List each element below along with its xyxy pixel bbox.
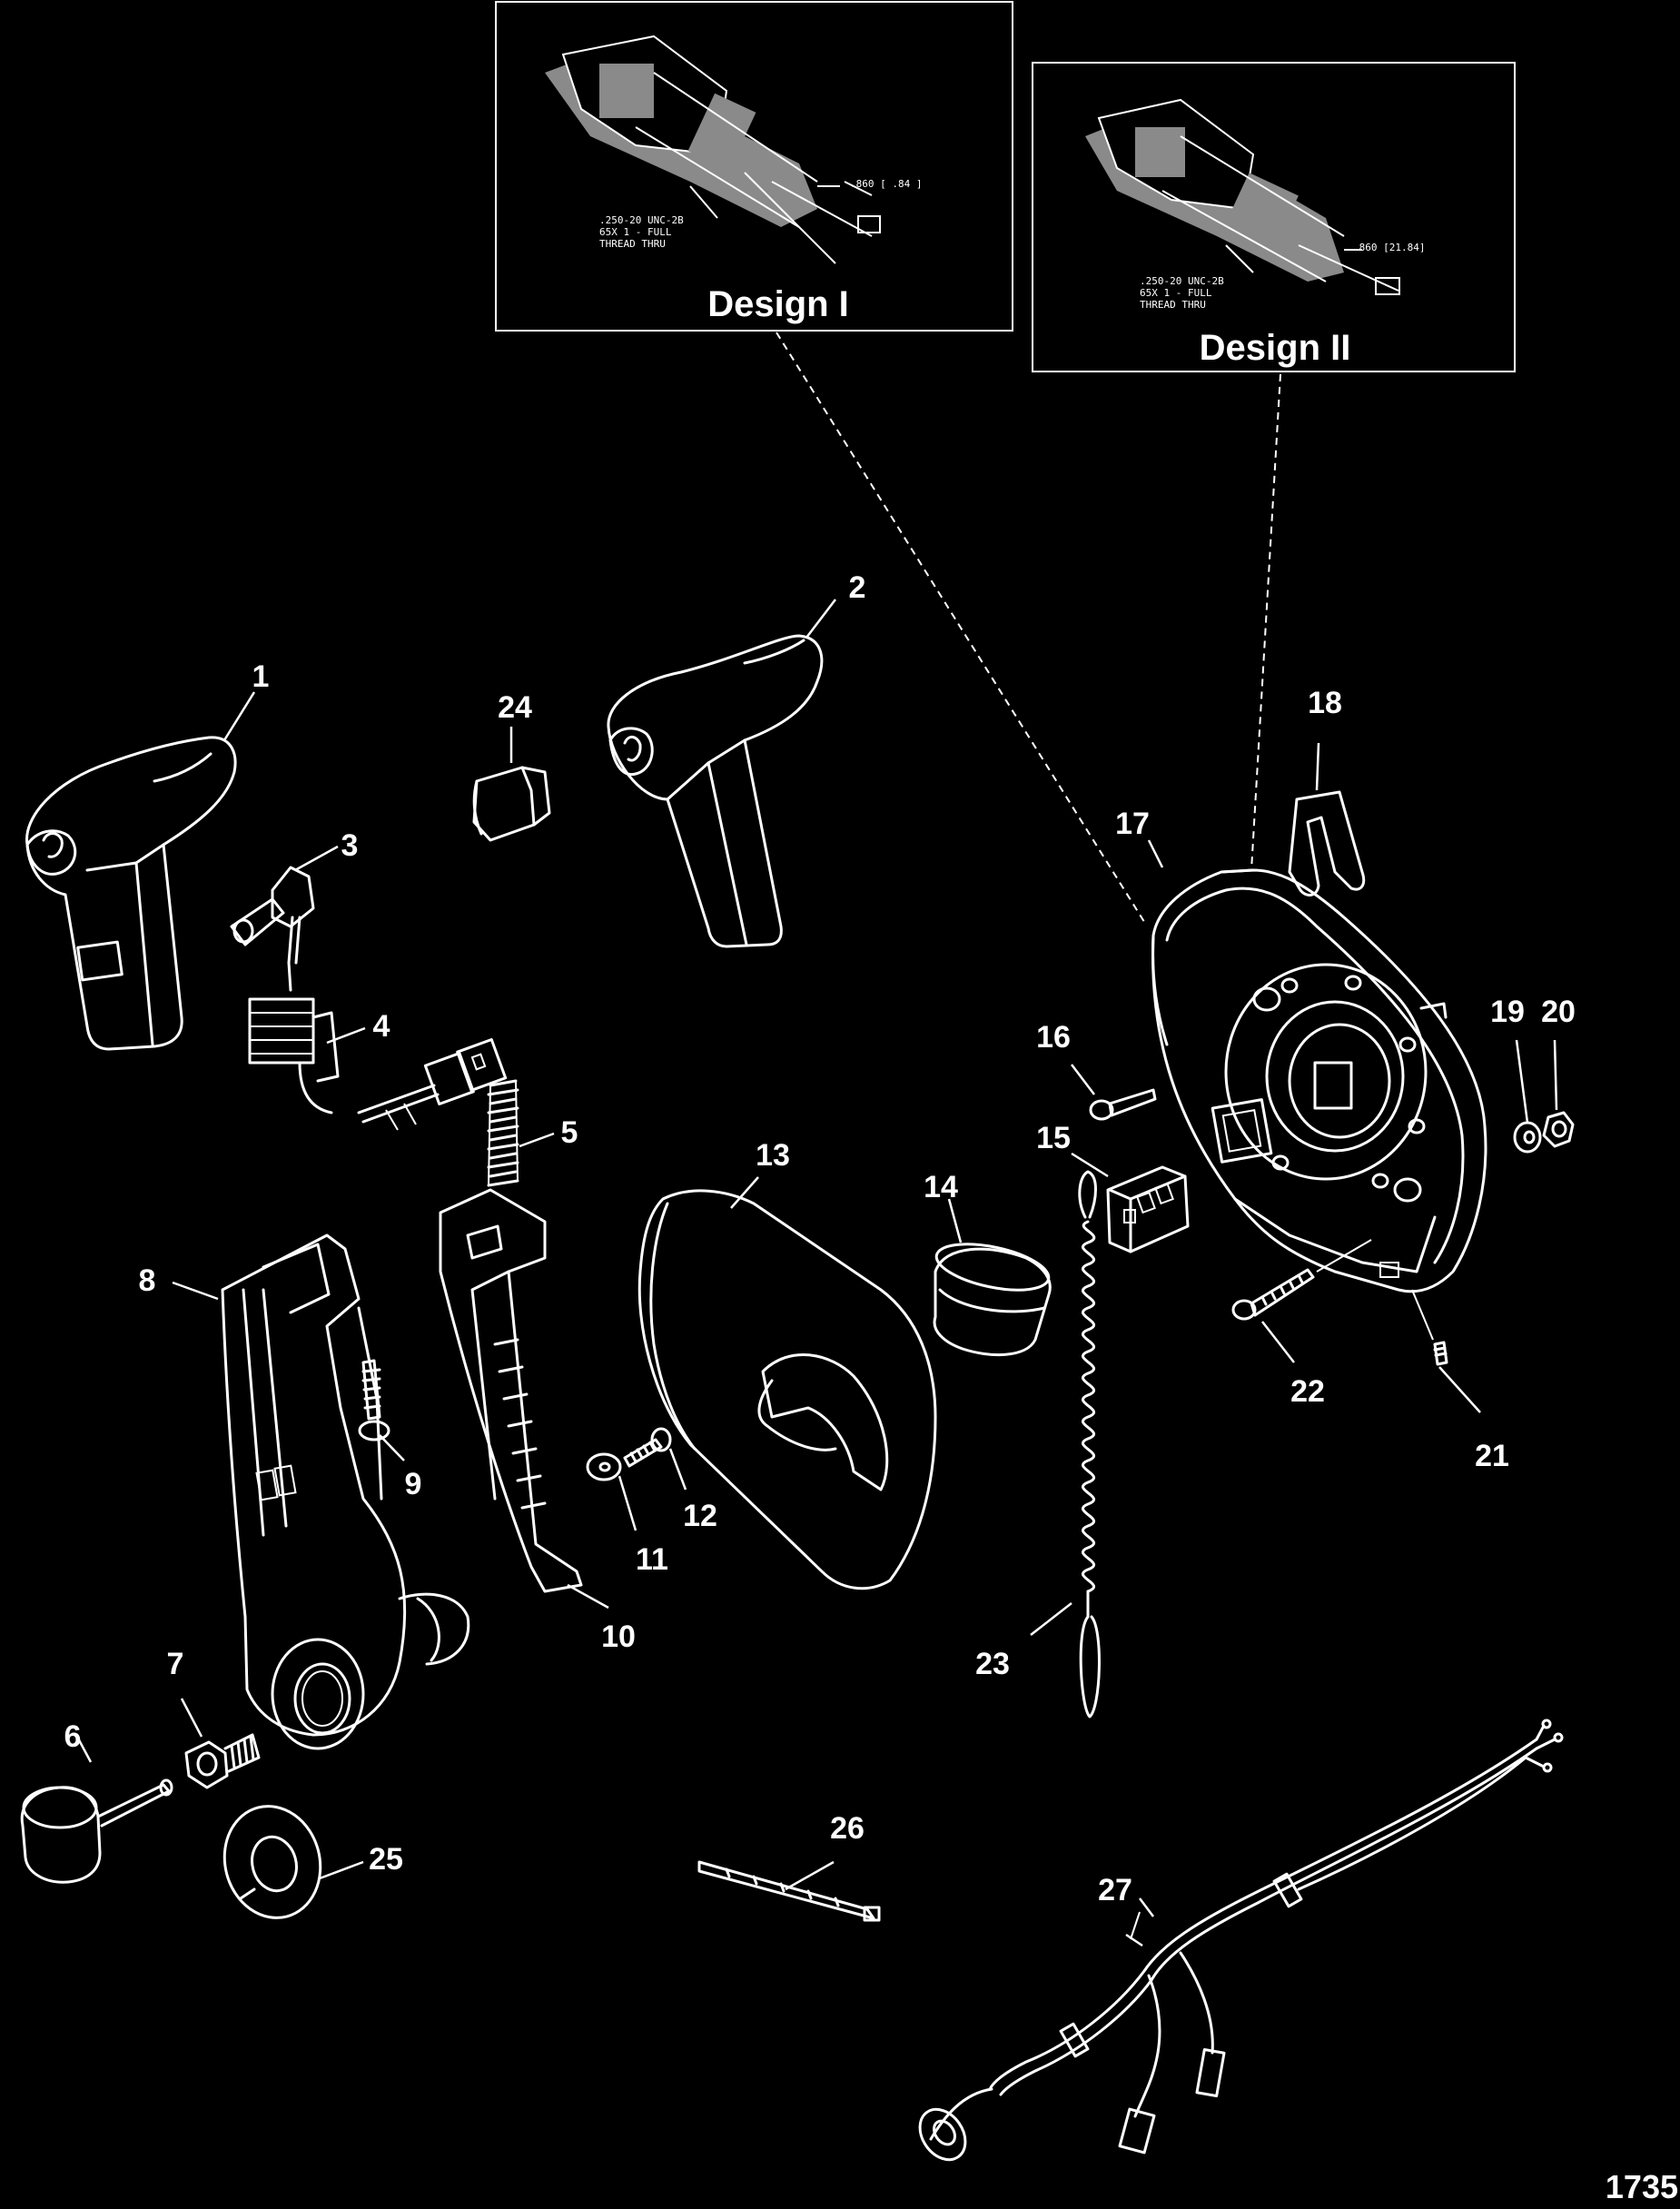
design-2-note-2: 65X 1 - FULL	[1140, 287, 1212, 299]
design-2-section-drawing	[1085, 98, 1400, 295]
callout-15: 15	[1036, 1121, 1071, 1155]
part-11-washer	[586, 1452, 622, 1481]
part-4-connector	[248, 997, 508, 1131]
part-3-switch	[230, 866, 315, 992]
design-2-note-1: .250-20 UNC-2B	[1140, 275, 1224, 287]
callout-25: 25	[369, 1842, 403, 1877]
callout-8: 8	[139, 1263, 156, 1298]
part-18-clip	[1288, 790, 1366, 896]
callout-3: 3	[341, 828, 359, 863]
part-12-screw	[623, 1427, 672, 1468]
design-2-leader	[1250, 373, 1281, 871]
part-15-neutral-switch	[1106, 1165, 1190, 1253]
callout-18: 18	[1308, 686, 1342, 720]
design-2-note-3: THREAD THRU	[1140, 299, 1206, 311]
part-27-wiring-harness	[918, 1719, 1564, 2162]
design-1-title: Design I	[707, 284, 849, 324]
part-16-bolt	[1089, 1088, 1157, 1121]
part-2-handle	[607, 634, 824, 948]
callout-22: 22	[1290, 1374, 1325, 1409]
callout-20: 20	[1541, 995, 1576, 1029]
part-8-control-arm	[221, 1233, 470, 1750]
callout-9: 9	[405, 1467, 422, 1501]
part-13-cover	[637, 1189, 937, 1590]
inset-design-2-frame	[1032, 62, 1516, 372]
part-22-long-screw	[1231, 1268, 1315, 1321]
inset-design-1: .250-20 UNC-2B 65X 1 - FULL THREAD THRU …	[495, 1, 1013, 332]
inset-design-2: .250-20 UNC-2B 65X 1 - FULL THREAD THRU …	[1032, 62, 1516, 372]
part-14-bushing	[933, 1243, 1052, 1357]
design-1-note-1: .250-20 UNC-2B	[599, 214, 684, 226]
part-20-nut	[1542, 1111, 1575, 1148]
part-1-handle	[25, 736, 237, 1051]
callout-5: 5	[561, 1115, 578, 1150]
callout-10: 10	[601, 1620, 636, 1654]
callout-23: 23	[975, 1647, 1010, 1681]
callout-11: 11	[636, 1542, 668, 1577]
part-6-knob	[20, 1778, 173, 1884]
design-1-note-2: 65X 1 - FULL	[599, 226, 672, 238]
part-19-washer	[1513, 1121, 1542, 1154]
design-1-section-drawing	[545, 35, 881, 264]
callout-12: 12	[683, 1499, 717, 1533]
callout-17: 17	[1115, 807, 1150, 841]
inset-design-1-frame	[495, 1, 1013, 332]
callout-14: 14	[924, 1170, 958, 1204]
part-5-spring	[487, 1079, 519, 1187]
part-26-cable-tie	[697, 1860, 881, 1922]
part-23-lanyard	[1078, 1170, 1101, 1719]
design-2-title: Design II	[1200, 328, 1351, 368]
callout-21: 21	[1475, 1439, 1509, 1473]
design-2-dimension: .860 [21.84]	[1353, 242, 1425, 253]
part-21-set-screw	[1433, 1341, 1448, 1366]
callout-24: 24	[498, 690, 532, 725]
callout-2: 2	[849, 570, 866, 605]
part-17-housing	[1151, 868, 1487, 1293]
part-7-nut	[184, 1733, 261, 1789]
callout-26: 26	[830, 1811, 865, 1846]
callout-6: 6	[64, 1719, 82, 1754]
part-10-detent	[439, 1188, 583, 1593]
part-25-flat-washer	[222, 1805, 322, 1919]
part-9-screw	[358, 1359, 390, 1441]
callout-19: 19	[1490, 995, 1525, 1029]
design-1-dimension: .860 [ .84 ]	[850, 178, 922, 190]
callout-1: 1	[252, 659, 270, 694]
design-1-note-3: THREAD THRU	[599, 238, 666, 250]
callout-27: 27	[1098, 1873, 1132, 1907]
design-1-leader	[776, 332, 1147, 926]
figure-number: 1735	[1606, 2168, 1678, 2204]
callout-13: 13	[756, 1138, 790, 1173]
callout-4: 4	[373, 1009, 390, 1044]
callout-7: 7	[167, 1647, 184, 1681]
part-24-switch-cap	[472, 766, 551, 842]
callout-16: 16	[1036, 1020, 1071, 1055]
